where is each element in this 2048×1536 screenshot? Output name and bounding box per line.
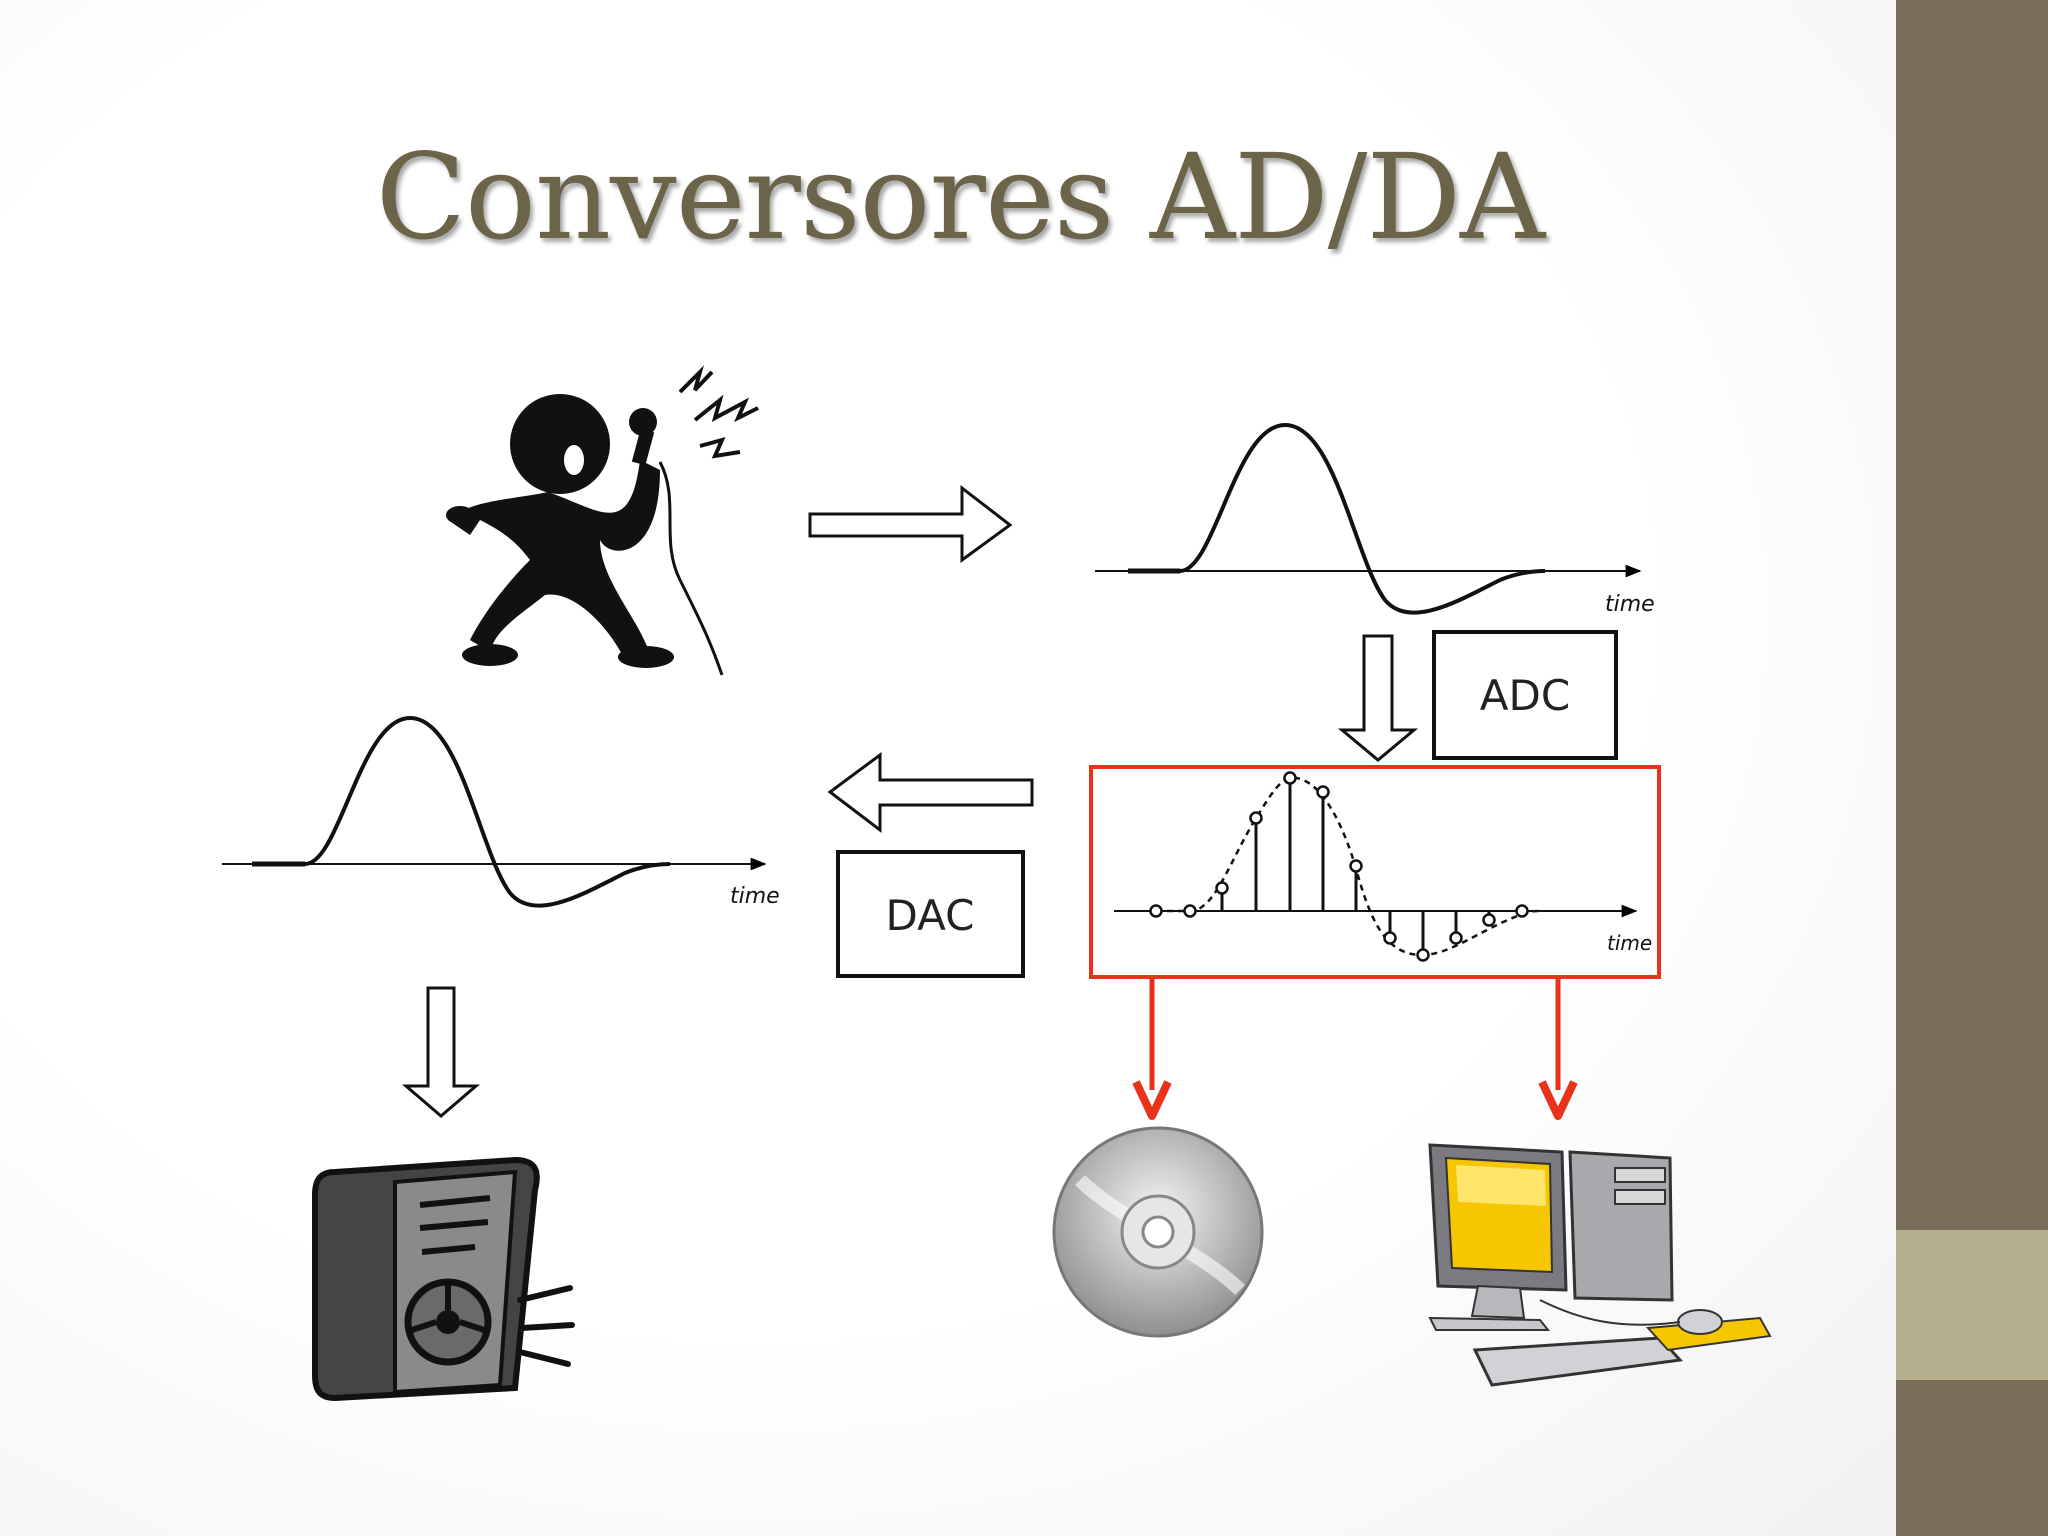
arrow-left <box>827 752 1034 834</box>
dac-label: DAC <box>886 891 975 940</box>
speaker-icon <box>312 1156 575 1402</box>
axis-label-time: time <box>730 884 780 909</box>
red-arrow-to-computer <box>1538 979 1578 1120</box>
analog-signal-bottom: time <box>222 715 780 909</box>
sampled-signal: time <box>1089 765 1661 979</box>
red-arrow-to-cd <box>1132 979 1172 1120</box>
cd-disc-icon <box>1052 1126 1264 1338</box>
analog-signal-top: time <box>1095 422 1655 617</box>
sidebar-accent-block <box>1896 1230 2048 1380</box>
adc-box: ADC <box>1432 630 1618 760</box>
axis-label-time: time <box>1605 592 1655 617</box>
slide-title: Conversores AD/DA <box>375 128 1546 266</box>
arrow-down <box>401 986 481 1118</box>
arrow-down <box>1337 634 1419 762</box>
adc-label: ADC <box>1480 671 1570 720</box>
ad-da-diagram: time ADC <box>222 365 1772 1402</box>
computer-icon <box>1428 1143 1772 1387</box>
axis-label-time: time <box>1607 931 1652 955</box>
singer-icon <box>446 365 759 676</box>
dac-box: DAC <box>836 850 1025 978</box>
arrow-right <box>808 484 1013 563</box>
